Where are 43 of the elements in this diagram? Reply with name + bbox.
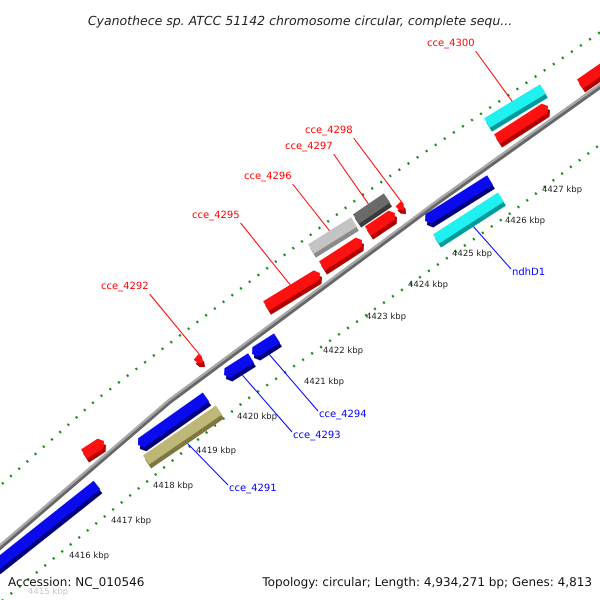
tick-label: 4418 kbp bbox=[153, 481, 194, 491]
gene-label: cce_4300 bbox=[427, 38, 475, 50]
tick-label: 4423 kbp bbox=[366, 312, 406, 322]
map-info: Topology: circular; Length: 4,934,271 bp; Genes: 4,813 bbox=[262, 575, 592, 590]
gene-label: cce_4293 bbox=[293, 430, 341, 442]
leader-line bbox=[292, 184, 330, 232]
gene-label: cce_4295 bbox=[192, 210, 240, 222]
gene-label: cce_4294 bbox=[319, 409, 367, 421]
gene-label: cce_4291 bbox=[229, 483, 277, 495]
gene-block bbox=[352, 193, 392, 228]
leader-line bbox=[149, 294, 202, 358]
tick-label: 4417 kbp bbox=[111, 516, 152, 526]
gene-block bbox=[224, 353, 256, 382]
gene-block bbox=[252, 333, 282, 360]
leader-line bbox=[472, 226, 512, 270]
map-title: Cyanothece sp. ATCC 51142 chromosome circular, complete sequ... bbox=[88, 13, 512, 28]
tick-label: 4427 kbp bbox=[542, 185, 582, 195]
gene-block bbox=[308, 217, 359, 258]
tick-label: 4426 kbp bbox=[505, 216, 546, 226]
gene-label: cce_4298 bbox=[305, 125, 353, 137]
leader-line bbox=[475, 50, 513, 102]
leader-line bbox=[353, 138, 404, 206]
tick-label: 4424 kbp bbox=[408, 280, 448, 290]
leader-line bbox=[333, 154, 369, 204]
gene-block bbox=[263, 270, 322, 315]
leader-line bbox=[187, 443, 228, 486]
tick-label: 4422 kbp bbox=[323, 346, 364, 356]
gene-label: cce_4297 bbox=[285, 141, 333, 153]
tick-label: 4420 kbp bbox=[237, 412, 278, 422]
gene-block bbox=[194, 354, 205, 368]
tick-label: 4416 kbp bbox=[69, 551, 110, 561]
gene-label: cce_4296 bbox=[244, 171, 292, 183]
gene-label: ndhD1 bbox=[512, 267, 546, 279]
gene-label: cce_4292 bbox=[101, 281, 149, 293]
gene-block bbox=[396, 202, 406, 214]
map-info: Accession: NC_010546 bbox=[8, 575, 144, 589]
tick-label: 4419 kbp bbox=[196, 446, 236, 456]
gene-block bbox=[484, 84, 548, 132]
tick-label: 4421 kbp bbox=[304, 377, 344, 387]
gene-block bbox=[433, 192, 506, 248]
leader-line bbox=[240, 222, 291, 286]
tick-label: 4425 kbp bbox=[452, 249, 492, 259]
leader-line bbox=[268, 354, 318, 412]
